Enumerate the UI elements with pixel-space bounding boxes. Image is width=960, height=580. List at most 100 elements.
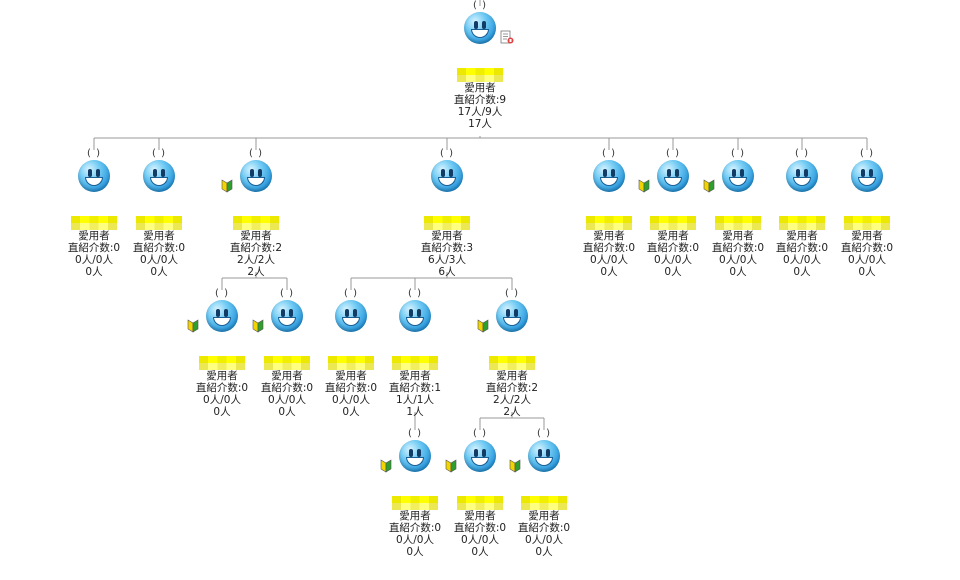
beginner-mark-icon <box>509 459 521 473</box>
member-count-total: 0人 <box>85 266 103 278</box>
smiley-face-icon[interactable] <box>431 160 463 192</box>
node-paren: ( ) <box>602 148 616 159</box>
member-name-redacted[interactable] <box>328 356 374 370</box>
smiley-face-icon[interactable] <box>143 160 175 192</box>
member-count-total: 0人 <box>150 266 168 278</box>
smiley-face-icon[interactable] <box>496 300 528 332</box>
smiley-face-icon[interactable] <box>335 300 367 332</box>
member-count-ratio: 0人/0人 <box>654 254 692 266</box>
member-count-total: 6人 <box>438 266 456 278</box>
member-role: 愛用者 <box>271 370 303 382</box>
member-count-total: 0人 <box>793 266 811 278</box>
node-paren: ( ) <box>215 288 229 299</box>
node-paren: ( ) <box>537 428 551 439</box>
node-paren: ( ) <box>473 0 487 11</box>
member-role: 愛用者 <box>851 230 883 242</box>
member-count-ratio: 0人/0人 <box>75 254 113 266</box>
smiley-face-icon[interactable] <box>593 160 625 192</box>
member-name-redacted[interactable] <box>199 356 245 370</box>
member-name-redacted[interactable] <box>392 496 438 510</box>
member-name-redacted[interactable] <box>489 356 535 370</box>
direct-referral-count: 直紹介数:0 <box>646 242 700 254</box>
member-name-redacted[interactable] <box>233 216 279 230</box>
member-name-redacted[interactable] <box>586 216 632 230</box>
direct-referral-count: 直紹介数:0 <box>132 242 186 254</box>
member-name-redacted[interactable] <box>521 496 567 510</box>
member-name-redacted[interactable] <box>424 216 470 230</box>
smiley-face-icon[interactable] <box>786 160 818 192</box>
member-count-total: 1人 <box>406 406 424 418</box>
member-name-redacted[interactable] <box>392 356 438 370</box>
beginner-mark-icon <box>221 179 233 193</box>
node-paren: ( ) <box>280 288 294 299</box>
member-name-redacted[interactable] <box>715 216 761 230</box>
member-count-total: 0人 <box>213 406 231 418</box>
member-name-redacted[interactable] <box>71 216 117 230</box>
smiley-face-icon[interactable] <box>528 440 560 472</box>
member-name-redacted[interactable] <box>457 68 503 82</box>
member-role: 愛用者 <box>464 510 496 522</box>
member-name-redacted[interactable] <box>844 216 890 230</box>
node-paren: ( ) <box>408 428 422 439</box>
direct-referral-count: 直紹介数:0 <box>711 242 765 254</box>
member-count-ratio: 2人/2人 <box>237 254 275 266</box>
direct-referral-count: 直紹介数:3 <box>420 242 474 254</box>
member-name-redacted[interactable] <box>136 216 182 230</box>
smiley-face-icon[interactable] <box>657 160 689 192</box>
smiley-face-icon[interactable] <box>851 160 883 192</box>
smiley-face-icon[interactable] <box>271 300 303 332</box>
node-paren: ( ) <box>249 148 263 159</box>
direct-referral-count: 直紹介数:0 <box>517 522 571 534</box>
smiley-face-icon[interactable] <box>722 160 754 192</box>
member-count-total: 0人 <box>342 406 360 418</box>
member-name-redacted[interactable] <box>650 216 696 230</box>
smiley-face-icon[interactable] <box>399 440 431 472</box>
member-count-ratio: 0人/0人 <box>396 534 434 546</box>
member-count-total: 0人 <box>471 546 489 558</box>
document-icon[interactable] <box>500 30 514 45</box>
member-count-ratio: 0人/0人 <box>719 254 757 266</box>
smiley-face-icon[interactable] <box>464 12 496 44</box>
member-name-redacted[interactable] <box>779 216 825 230</box>
member-name-redacted[interactable] <box>457 496 503 510</box>
member-count-ratio: 0人/0人 <box>783 254 821 266</box>
beginner-mark-icon <box>380 459 392 473</box>
member-role: 愛用者 <box>722 230 754 242</box>
direct-referral-count: 直紹介数:0 <box>388 522 442 534</box>
smiley-face-icon[interactable] <box>399 300 431 332</box>
direct-referral-count: 直紹介数:0 <box>260 382 314 394</box>
smiley-face-icon[interactable] <box>206 300 238 332</box>
member-count-total: 17人 <box>468 118 492 130</box>
node-paren: ( ) <box>666 148 680 159</box>
direct-referral-count: 直紹介数:0 <box>324 382 378 394</box>
smiley-face-icon[interactable] <box>464 440 496 472</box>
member-count-ratio: 0人/0人 <box>203 394 241 406</box>
smiley-face-icon[interactable] <box>240 160 272 192</box>
node-paren: ( ) <box>860 148 874 159</box>
node-paren: ( ) <box>344 288 358 299</box>
member-name-redacted[interactable] <box>264 356 310 370</box>
smiley-face-icon[interactable] <box>78 160 110 192</box>
beginner-mark-icon <box>252 319 264 333</box>
member-count-total: 0人 <box>535 546 553 558</box>
